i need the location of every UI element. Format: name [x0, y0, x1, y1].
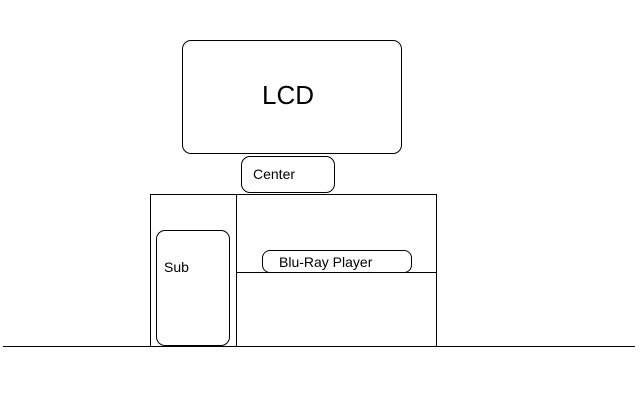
bluray-label: Blu-Ray Player [279, 254, 373, 270]
center-label: Center [253, 166, 296, 182]
center-speaker: Center [241, 156, 335, 193]
cabinet-divider [236, 194, 237, 346]
bluray-player: Blu-Ray Player [262, 250, 412, 273]
lcd-tv: LCD [182, 40, 402, 154]
subwoofer: Sub [156, 230, 230, 346]
lcd-label: LCD [262, 80, 315, 110]
floor-line [3, 346, 635, 347]
sub-label: Sub [164, 259, 189, 275]
tv-cabinet [150, 194, 437, 347]
